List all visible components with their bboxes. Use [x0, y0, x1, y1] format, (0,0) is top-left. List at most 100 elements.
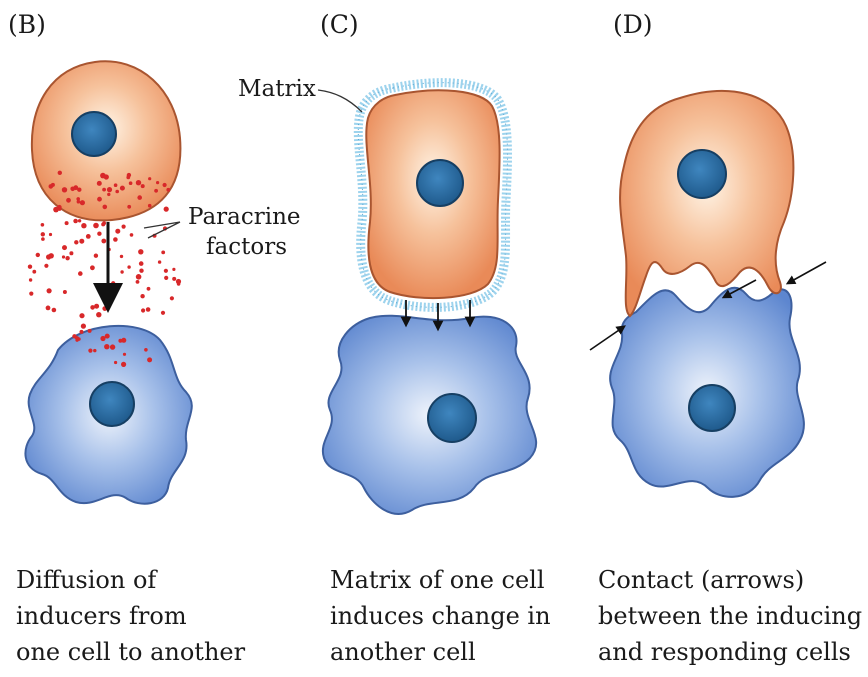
paracrine-factor-dot: [172, 268, 175, 271]
paracrine-factor-dot: [97, 181, 102, 186]
panel-b-caption-line-1: Diffusion of: [16, 562, 245, 598]
paracrine-factor-dot: [97, 232, 101, 236]
paracrine-factor-dot: [90, 265, 95, 270]
panel-d-diagram: [590, 91, 826, 497]
paracrine-factor-dot: [103, 205, 108, 210]
panel-d-responding-nucleus: [689, 385, 735, 431]
paracrine-factor-dot: [115, 190, 119, 194]
paracrine-factor-dot: [94, 254, 98, 258]
paracrine-factor-dot: [73, 185, 78, 190]
paracrine-factor-dot: [138, 249, 143, 254]
paracrine-factor-dot: [161, 311, 165, 315]
panel-b-inducing-nucleus: [72, 112, 116, 156]
paracrine-factor-dot: [62, 245, 67, 250]
panel-b-label: (B): [8, 10, 46, 39]
paracrine-callout-line-2: factors: [188, 232, 301, 262]
paracrine-factor-dot: [101, 222, 105, 226]
panel-c-label: (C): [320, 10, 359, 39]
paracrine-factor-dot: [41, 223, 45, 227]
paracrine-factor-dot: [130, 233, 134, 237]
paracrine-factor-dot: [63, 290, 67, 294]
paracrine-factor-dot: [122, 225, 126, 229]
paracrine-factor-dot: [127, 205, 131, 209]
panel-c-caption-line-2: induces change in: [330, 598, 551, 634]
paracrine-factor-dot: [36, 253, 40, 257]
paracrine-factor-dot: [156, 181, 159, 184]
paracrine-factor-dot: [90, 305, 95, 310]
paracrine-factor-dot: [29, 292, 33, 296]
paracrine-factor-dot: [96, 312, 101, 317]
paracrine-factor-dot: [32, 270, 36, 274]
panel-d-caption-line-2: between the inducing: [598, 598, 862, 634]
paracrine-factor-dot: [144, 348, 148, 352]
paracrine-factor-dot: [86, 234, 91, 239]
panel-c-responding-nucleus: [428, 394, 476, 442]
panel-c-diagram: [318, 83, 536, 514]
paracrine-factor-dot: [170, 296, 174, 300]
panel-d-caption-line-1: Contact (arrows): [598, 562, 862, 598]
paracrine-factor-dot: [44, 264, 48, 268]
paracrine-factor-dot: [127, 265, 130, 268]
panel-c-caption-line-1: Matrix of one cell: [330, 562, 551, 598]
paracrine-factor-dot: [164, 207, 169, 212]
paracrine-factor-dot: [146, 307, 151, 312]
paracrine-factor-dot: [141, 184, 145, 188]
paracrine-factor-dot: [147, 287, 151, 291]
paracrine-factor-dot: [102, 306, 107, 311]
paracrine-factor-dot: [148, 204, 152, 208]
paracrine-factor-dot: [121, 362, 126, 367]
panel-b-diagram: [25, 61, 191, 503]
paracrine-factor-dot: [62, 187, 67, 192]
paracrine-factor-dot: [110, 344, 115, 349]
panel-d-label: (D): [613, 10, 653, 39]
paracrine-factor-dot: [107, 193, 110, 196]
paracrine-factor-dot: [79, 313, 84, 318]
paracrine-factor-dot: [139, 261, 144, 266]
panel-d-caption-line-3: and responding cells: [598, 634, 862, 670]
paracrine-factor-dot: [137, 195, 142, 200]
paracrine-factor-dot: [141, 308, 145, 312]
paracrine-factors-callout: Paracrine factors: [188, 202, 301, 262]
paracrine-factor-dot: [28, 265, 32, 269]
paracrine-factor-dot: [123, 353, 126, 356]
paracrine-factor-dot: [136, 274, 142, 280]
paracrine-factor-dot: [104, 174, 109, 179]
paracrine-factor-dot: [114, 183, 118, 187]
paracrine-factor-dot: [78, 271, 83, 276]
paracrine-factor-dot: [77, 337, 80, 340]
paracrine-factor-dot: [114, 361, 117, 364]
paracrine-factor-dot: [41, 232, 45, 236]
panel-d-caption: Contact (arrows) between the inducing an…: [598, 562, 862, 670]
panel-b-responding-nucleus: [90, 382, 134, 426]
paracrine-factor-dot: [72, 334, 76, 338]
panel-c-caption: Matrix of one cell induces change in ano…: [330, 562, 551, 670]
paracrine-factor-dot: [177, 282, 181, 286]
paracrine-factor-dot: [111, 281, 115, 285]
paracrine-factor-dot: [62, 255, 65, 258]
paracrine-factor-dot: [93, 349, 96, 352]
panel-c-inducing-nucleus: [417, 160, 463, 206]
paracrine-factor-dot: [105, 334, 110, 339]
paracrine-factor-dot: [166, 188, 170, 192]
paracrine-factor-dot: [101, 239, 106, 244]
paracrine-factor-dot: [136, 280, 140, 284]
paracrine-factor-dot: [113, 237, 118, 242]
paracrine-factor-dot: [93, 223, 99, 229]
panel-b-caption-line-3: one cell to another: [16, 634, 245, 670]
paracrine-factor-dot: [172, 277, 176, 281]
paracrine-factor-dot: [74, 240, 78, 244]
paracrine-factor-dot: [73, 219, 78, 224]
paracrine-factor-dot: [136, 180, 141, 185]
paracrine-factor-dot: [107, 187, 112, 192]
paracrine-factor-dot: [69, 251, 73, 255]
paracrine-leader-line: [144, 222, 180, 238]
paracrine-factor-dot: [161, 251, 165, 255]
paracrine-factor-dot: [148, 177, 151, 180]
paracrine-factor-dot: [78, 219, 81, 222]
matrix-leader-line: [318, 90, 362, 112]
paracrine-factor-dot: [147, 357, 152, 362]
paracrine-factor-dot: [79, 239, 84, 244]
panel-d-inducing-nucleus: [678, 150, 726, 198]
paracrine-factor-dot: [81, 223, 86, 228]
